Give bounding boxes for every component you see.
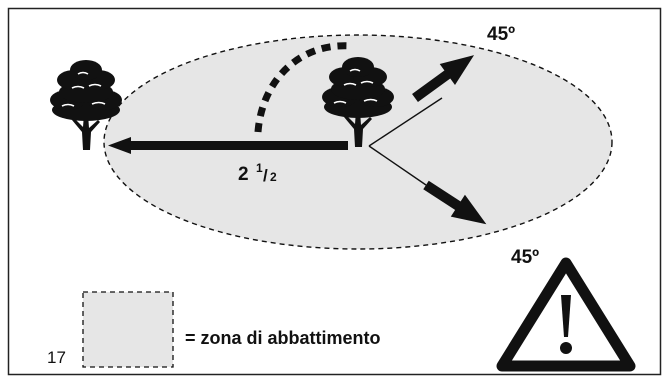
escape-arrow-upper [412,55,475,103]
distance-arrow [108,137,348,154]
distance-denominator: 2 [270,170,277,184]
distance-label: 2 1 / 2 [238,161,277,185]
angle-label-upper: 45º [487,24,515,45]
legend-label: = zona di abbattimento [185,328,381,348]
figure-frame [7,7,662,376]
angle-label-lower: 45º [511,247,539,268]
escape-arrow-lower [423,180,487,225]
fall-arc [254,42,353,133]
distance-whole: 2 [238,164,249,185]
distance-numerator: 1 [256,161,263,175]
escape-line-lower [368,145,427,186]
figure-number: 17 [47,348,66,367]
warning-icon [496,257,636,372]
distance-slash: / [263,166,268,185]
escape-line-upper [368,97,443,147]
legend-swatch [82,291,174,368]
